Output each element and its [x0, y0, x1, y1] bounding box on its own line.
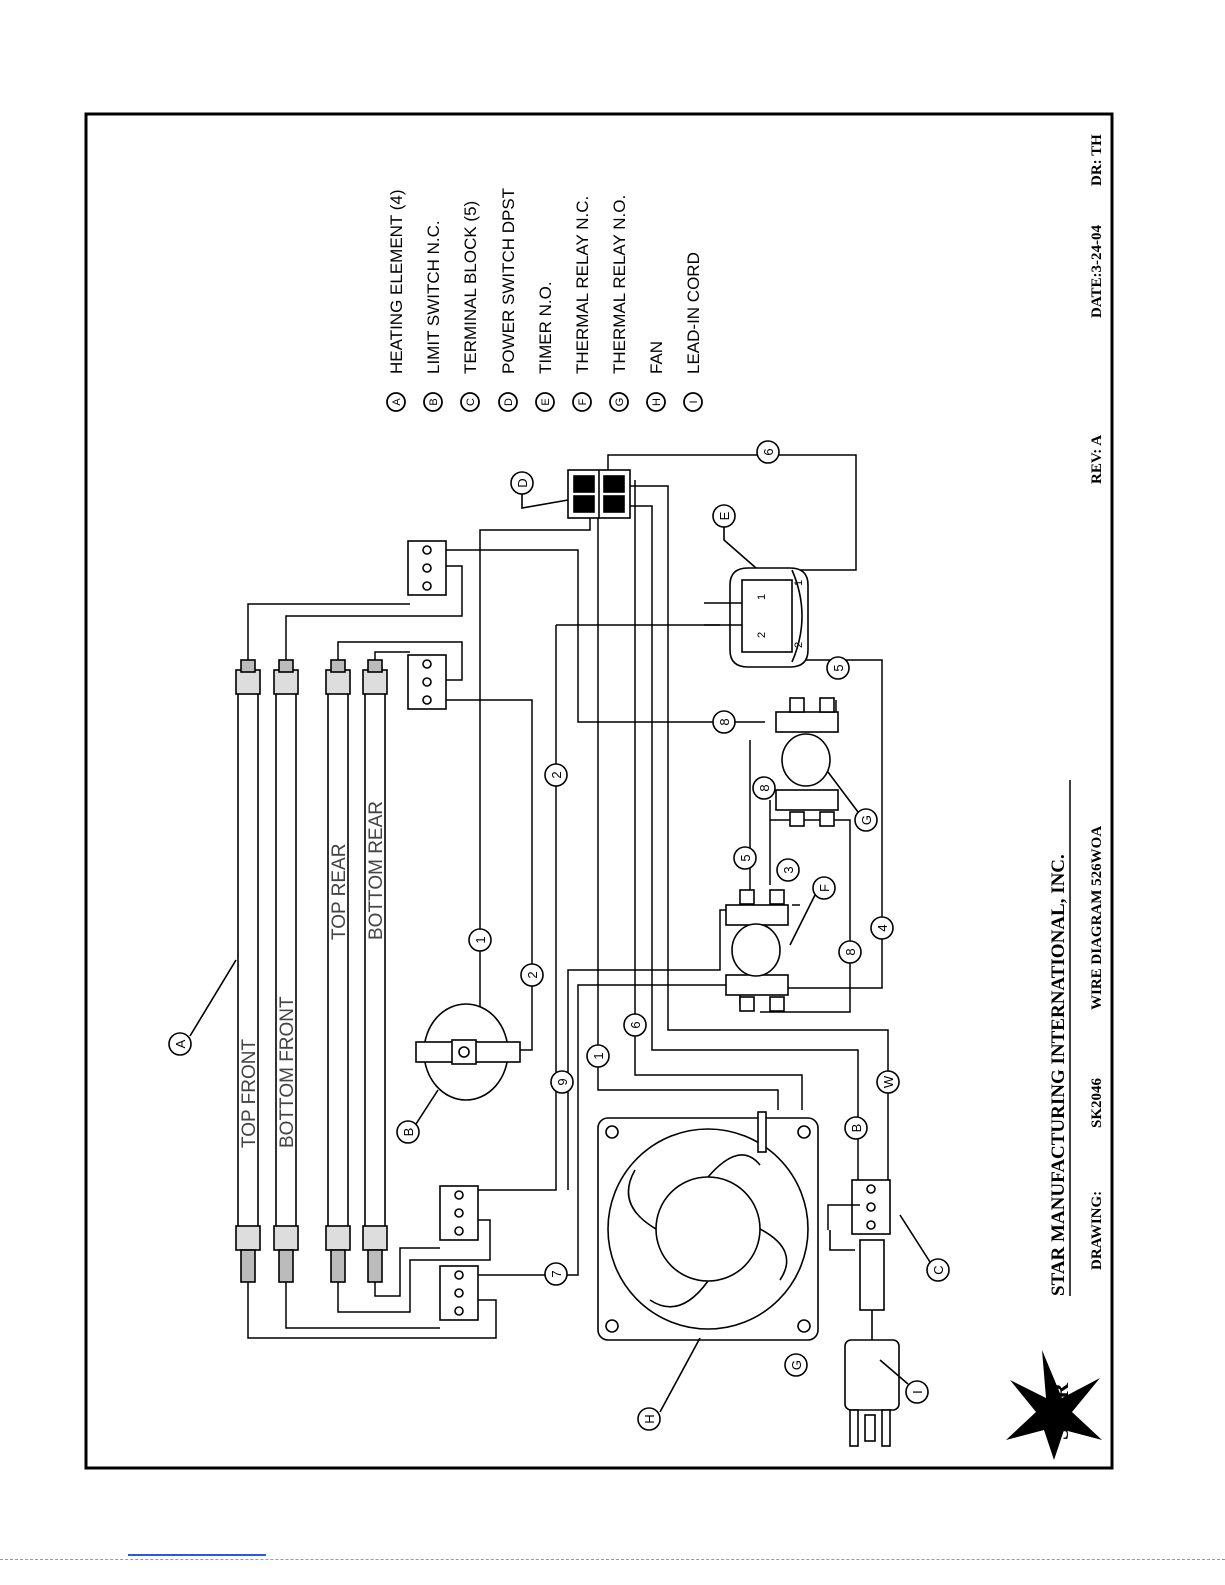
- power-switch: [567, 469, 631, 519]
- star-logo: STAR: [1006, 1350, 1102, 1460]
- heating-element-top-rear: [325, 659, 351, 1283]
- title-rev: REV: A: [1089, 435, 1105, 484]
- legend-letter-a: A: [391, 398, 403, 406]
- legend-letter-c: C: [465, 398, 477, 406]
- title-diagram-name: WIRE DIAGRAM 526WOA: [1089, 826, 1105, 1010]
- wire-label-w: W: [881, 1075, 896, 1088]
- wire-label-b: B: [849, 1124, 864, 1133]
- wire-label-5a: 5: [831, 664, 846, 671]
- callout-h: H: [642, 1414, 657, 1423]
- legend-item-d: POWER SWITCH DPST: [498, 188, 518, 412]
- title-drawn-by: DR: TH: [1089, 134, 1105, 186]
- title-company: STAR MANUFACTURING INTERNATIONAL, INC.: [1048, 854, 1069, 1296]
- lead-in-cord: [829, 1230, 900, 1447]
- legend-letter-e: E: [540, 398, 552, 405]
- legend-text-a: HEATING ELEMENT (4): [387, 189, 406, 374]
- page-break-line: [0, 1559, 1225, 1560]
- label-bottom-rear: BOTTOM REAR: [366, 801, 387, 940]
- logo-text: STAR: [1048, 1382, 1073, 1440]
- legend-text-d: POWER SWITCH DPST: [499, 188, 518, 374]
- callout-f: F: [817, 884, 832, 892]
- label-top-rear: TOP REAR: [329, 844, 350, 940]
- legend-letter-d: D: [503, 398, 515, 406]
- drawing-border: [84, 112, 1114, 1470]
- wire-label-4: 4: [875, 924, 890, 931]
- label-top-front: TOP FRONT: [239, 1039, 260, 1148]
- legend-item-c: TERMINAL BLOCK (5): [460, 201, 480, 412]
- wire-label-3: 3: [781, 866, 796, 873]
- wire-label-7: 7: [549, 1270, 564, 1277]
- legend-text-i: LEAD-IN CORD: [684, 252, 703, 374]
- legend-item-g: THERMAL RELAY N.O.: [609, 195, 629, 412]
- title-drawing-label: DRAWING:: [1089, 1191, 1105, 1270]
- label-bottom-front: BOTTOM FRONT: [277, 996, 298, 1148]
- terminal-block-4: [439, 1265, 479, 1321]
- legend-text-c: TERMINAL BLOCK (5): [461, 201, 480, 374]
- terminal-block-3: [439, 1185, 479, 1241]
- callout-e: E: [717, 511, 732, 520]
- legend-item-f: THERMAL RELAY N.C.: [572, 196, 592, 412]
- legend-text-f: THERMAL RELAY N.C.: [573, 196, 592, 374]
- legend-letter-g: G: [614, 398, 626, 407]
- title-date: DATE:3-24-04: [1089, 224, 1105, 318]
- wire-label-1a: 1: [473, 936, 488, 943]
- legend: HEATING ELEMENT (4) LIMIT SWITCH N.C. TE…: [386, 188, 703, 412]
- wire-label-1b: 1: [591, 1052, 606, 1059]
- footer-link-underline: [128, 1554, 266, 1556]
- legend-text-h: FAN: [647, 341, 666, 374]
- callouts: [168, 471, 950, 1431]
- legend-item-e: TIMER N.O.: [535, 281, 555, 412]
- timer: [704, 567, 809, 668]
- callout-c: C: [931, 1265, 946, 1274]
- title-drawing-number: SK2046: [1089, 1077, 1105, 1128]
- wire-label-6b: 6: [628, 1021, 643, 1028]
- wire-label-8c: 8: [843, 948, 858, 955]
- wire-label-2a: 2: [525, 971, 540, 978]
- timer-term-1: 1: [756, 594, 768, 600]
- terminal-block-2: [407, 654, 447, 710]
- legend-letter-f: F: [577, 398, 589, 405]
- wire-label-2b: 2: [549, 771, 564, 778]
- callout-ground: G: [789, 1360, 804, 1370]
- wire-label-8a: 8: [717, 718, 732, 725]
- legend-item-a: HEATING ELEMENT (4): [386, 189, 406, 412]
- legend-text-b: LIMIT SWITCH N.C.: [424, 220, 443, 374]
- fan: [597, 1111, 819, 1341]
- legend-text-e: TIMER N.O.: [536, 281, 555, 374]
- wire-label-5b: 5: [738, 854, 753, 861]
- terminal-blocks: [407, 540, 891, 1321]
- callout-d: D: [515, 478, 530, 487]
- terminal-block-1: [407, 540, 447, 596]
- heating-elements: [235, 659, 388, 1283]
- legend-text-g: THERMAL RELAY N.O.: [610, 195, 629, 374]
- legend-letter-b: B: [428, 398, 440, 405]
- legend-item-b: LIMIT SWITCH N.C.: [423, 220, 443, 412]
- callout-b: B: [401, 1128, 416, 1137]
- legend-item-h: FAN: [646, 341, 666, 412]
- wire-label-9: 9: [555, 1078, 570, 1085]
- wire-markers: [468, 440, 900, 1286]
- callout-a: A: [173, 1039, 188, 1048]
- timer-term-1b: 1: [793, 580, 805, 586]
- callout-g: G: [859, 815, 874, 825]
- legend-letter-i: I: [688, 400, 700, 403]
- timer-term-2: 2: [756, 632, 768, 638]
- limit-switch: [415, 1003, 521, 1101]
- terminal-block-5: [851, 1179, 891, 1235]
- heating-element-bottom-rear: [362, 659, 388, 1283]
- thermal-relay-f: [725, 889, 789, 1012]
- legend-letter-h: H: [651, 398, 663, 406]
- wire-label-8b: 8: [757, 784, 772, 791]
- wire-label-6a: 6: [761, 448, 776, 455]
- heating-element-top-front: [235, 659, 261, 1283]
- timer-term-2b: 2: [793, 642, 805, 648]
- callout-i: I: [910, 1390, 925, 1394]
- thermal-relay-g: [775, 697, 839, 827]
- legend-item-i: LEAD-IN CORD: [683, 252, 703, 412]
- heating-element-bottom-front: [273, 659, 299, 1283]
